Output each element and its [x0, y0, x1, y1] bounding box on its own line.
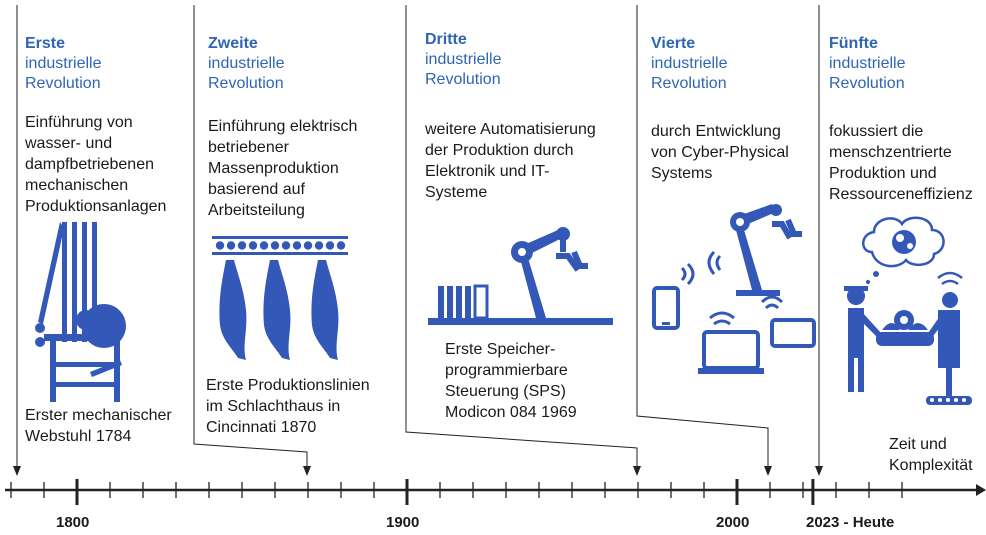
era2-connector	[193, 5, 308, 466]
axis-arrowhead	[976, 484, 986, 496]
axis-ticks	[10, 479, 903, 505]
axis-label-2000: 2000	[716, 514, 750, 531]
era3-connector	[405, 5, 638, 466]
axis-label-2023-heute: 2023 - Heute	[806, 514, 895, 531]
era1-example-1: Erster mechanischer	[25, 407, 172, 424]
era5-subtitle-2: Revolution	[829, 75, 905, 92]
era2-description-5: Arbeitsteilung	[208, 202, 305, 219]
era4-arrowhead	[764, 466, 772, 476]
era4-description-3: Systems	[651, 165, 713, 182]
era2-subtitle-2: Revolution	[208, 75, 284, 92]
era1-example-2: Webstuhl 1784	[25, 428, 132, 445]
connected-devices-icon	[652, 204, 816, 374]
conveyor-carcass-icon	[212, 236, 348, 360]
era3-example-3: Steuerung (SPS)	[445, 383, 566, 400]
era3-example-2: programmierbare	[445, 362, 568, 379]
era3-arrowhead	[633, 466, 641, 476]
era3-description-4: Systeme	[425, 184, 488, 201]
era5-description-3: Produktion und	[829, 165, 937, 182]
era5-description-4: Ressourceneffizienz	[829, 186, 973, 203]
era2-example-2: im Schlachthaus in	[206, 398, 341, 415]
era1-subtitle-1: industrielle	[25, 55, 102, 72]
era2-example-1: Erste Produktionslinien	[206, 377, 370, 394]
era5-example-1: Zeit und	[889, 436, 947, 453]
era2-description-3: Massenproduktion	[208, 160, 339, 177]
era1-description-4: mechanischen	[25, 177, 129, 194]
axis-label-1900: 1900	[386, 514, 420, 531]
era4-subtitle-1: industrielle	[651, 55, 728, 72]
era1-arrowhead	[13, 466, 21, 476]
era3-title: Dritte	[425, 31, 467, 48]
era4-title: Vierte	[651, 35, 696, 52]
era2-subtitle-1: industrielle	[208, 55, 285, 72]
era4-connector	[636, 5, 769, 466]
era3-description-1: weitere Automatisierung	[425, 121, 596, 138]
era3-subtitle-2: Revolution	[425, 71, 501, 88]
era5-description-1: fokussiert die	[829, 123, 924, 140]
era5-description-2: menschzentrierte	[829, 144, 952, 161]
era3-description-2: der Produktion durch	[425, 142, 574, 159]
era3-subtitle-1: industrielle	[425, 51, 502, 68]
era5-title: Fünfte	[829, 35, 878, 52]
era2-description-2: betriebener	[208, 139, 289, 156]
era1-title: Erste	[25, 35, 66, 52]
human-robot-collaboration-icon	[844, 216, 972, 405]
axis-label-1800: 1800	[56, 514, 90, 531]
era1-subtitle-2: Revolution	[25, 75, 101, 92]
era5-example-2: Komplexität	[889, 457, 973, 474]
era4-subtitle-2: Revolution	[651, 75, 727, 92]
era5-arrowhead	[815, 466, 823, 476]
era1-description-5: Produktionsanlagen	[25, 198, 167, 215]
era4-description-2: von Cyber-Physical	[651, 144, 789, 161]
era5-subtitle-1: industrielle	[829, 55, 906, 72]
era3-description-3: Elektronik und IT-	[425, 163, 550, 180]
robot-arm-plc-icon	[428, 227, 613, 325]
era2-description-4: basierend auf	[208, 181, 305, 198]
era4-description-1: durch Entwicklung	[651, 123, 781, 140]
era2-example-3: Cincinnati 1870	[206, 419, 317, 436]
era3-example-1: Erste Speicher-	[445, 341, 556, 358]
era3-example-4: Modicon 084 1969	[445, 404, 577, 421]
era2-description-1: Einführung elektrisch	[208, 118, 358, 135]
mechanical-loom-icon	[35, 222, 126, 402]
era2-arrowhead	[303, 466, 311, 476]
era1-description-1: Einführung von	[25, 114, 133, 131]
era1-description-3: dampfbetriebenen	[25, 156, 154, 173]
era2-title: Zweite	[208, 35, 258, 52]
era1-description-2: wasser- und	[25, 135, 113, 152]
